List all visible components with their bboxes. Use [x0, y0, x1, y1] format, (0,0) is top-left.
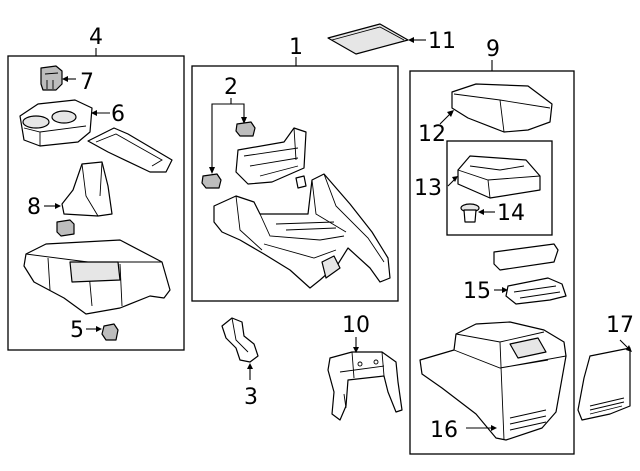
part-2-clip-a — [235, 121, 256, 137]
callout-3: 3 — [244, 385, 258, 410]
callout-2: 2 — [224, 75, 238, 100]
callout-11: 11 — [428, 29, 456, 54]
callout-13: 13 — [414, 176, 442, 201]
part-11-pad — [327, 23, 409, 55]
callout-14: 14 — [497, 201, 525, 226]
part-trim-strip — [87, 127, 173, 173]
part-3-bracket — [221, 317, 259, 363]
group-box-1 — [191, 65, 399, 302]
callout-16: 16 — [430, 418, 458, 443]
part-10-frame — [327, 351, 403, 421]
part-13-module — [457, 155, 541, 199]
part-17-side-panel — [577, 347, 631, 421]
part-16-rear-console — [419, 321, 567, 441]
callout-17: 17 — [606, 313, 634, 338]
part-5-clip — [101, 323, 119, 341]
part-8-bracket — [61, 161, 113, 217]
group-box-13 — [446, 140, 553, 236]
part-long-strip — [493, 243, 559, 271]
part-15-bracket — [505, 277, 567, 305]
callout-8: 8 — [27, 195, 41, 220]
part-upper-bracket — [235, 127, 307, 189]
callout-15: 15 — [463, 279, 491, 304]
callout-6: 6 — [111, 102, 125, 127]
callout-12: 12 — [418, 122, 446, 147]
callout-7: 7 — [80, 70, 94, 95]
part-2-clip-b — [201, 173, 222, 189]
callout-9: 9 — [486, 37, 500, 62]
part-12-armrest-lid — [451, 83, 553, 133]
part-7-clip — [40, 65, 63, 91]
callout-4: 4 — [89, 25, 103, 50]
callout-10: 10 — [342, 313, 370, 338]
part-small-block — [56, 219, 75, 237]
part-1-console-body — [213, 173, 391, 289]
callout-1: 1 — [289, 35, 303, 60]
callout-5: 5 — [70, 318, 84, 343]
part-lower-tray — [23, 239, 171, 315]
part-14-bolt — [460, 203, 480, 223]
part-6-cup-holder — [19, 99, 93, 147]
